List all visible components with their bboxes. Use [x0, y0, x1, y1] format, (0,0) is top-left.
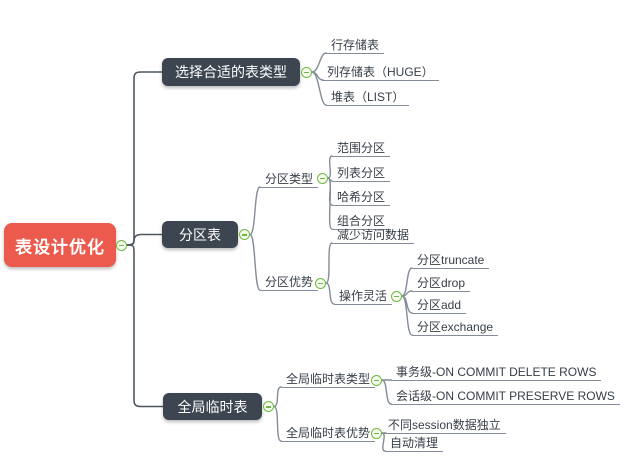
leaf-partition-drop[interactable]: 分区drop: [412, 276, 471, 292]
leaf-list-partition[interactable]: 列表分区: [332, 166, 391, 182]
collapse-toggle-flexible-operation[interactable]: [391, 290, 402, 302]
topic-global-temp-type[interactable]: 全局临时表类型: [281, 372, 376, 388]
collapse-toggle-partition-type[interactable]: [317, 172, 328, 184]
leaf-partition-exchange[interactable]: 分区exchange: [412, 320, 499, 336]
collapse-toggle-global-temp-type[interactable]: [371, 374, 382, 386]
topic-global-temp-table[interactable]: 全局临时表: [163, 393, 262, 420]
leaf-auto-cleanup[interactable]: 自动清理: [385, 436, 444, 452]
collapse-toggle-partition-table[interactable]: [239, 229, 250, 240]
collapse-toggle-global-temp-advantage[interactable]: [371, 427, 382, 439]
root-topic[interactable]: 表设计优化: [4, 223, 116, 267]
collapse-toggle-table-type[interactable]: [301, 66, 312, 78]
collapse-toggle-root[interactable]: [116, 239, 127, 251]
topic-partition-advantage[interactable]: 分区优势: [260, 275, 319, 291]
leaf-row-store-table[interactable]: 行存储表: [326, 38, 385, 54]
leaf-session-level[interactable]: 会话级-ON COMMIT PRESERVE ROWS: [391, 389, 620, 405]
leaf-column-store-table[interactable]: 列存储表（HUGE）: [322, 65, 439, 81]
leaf-partition-add[interactable]: 分区add: [412, 298, 467, 314]
topic-partition-table[interactable]: 分区表: [162, 221, 238, 248]
leaf-range-partition[interactable]: 范围分区: [332, 141, 391, 157]
branch-connectors: [249, 52, 413, 452]
collapse-toggle-partition-advantage[interactable]: [315, 277, 326, 289]
leaf-transaction-level[interactable]: 事务级-ON COMMIT DELETE ROWS: [391, 365, 602, 381]
leaf-session-data-independent[interactable]: 不同session数据独立: [383, 418, 506, 434]
leaf-heap-table[interactable]: 堆表（LIST）: [326, 90, 410, 106]
topic-partition-type[interactable]: 分区类型: [260, 172, 319, 188]
leaf-less-data-access[interactable]: 减少访问数据: [332, 228, 415, 244]
collapse-toggle-global-temp-table[interactable]: [263, 401, 274, 412]
topic-global-temp-advantage[interactable]: 全局临时表优势: [281, 426, 376, 442]
topic-table-type[interactable]: 选择合适的表类型: [162, 58, 300, 86]
leaf-composite-partition[interactable]: 组合分区: [332, 214, 391, 230]
leaf-hash-partition[interactable]: 哈希分区: [332, 190, 391, 206]
root-connectors: [126, 71, 164, 408]
topic-flexible-operation[interactable]: 操作灵活: [334, 289, 393, 305]
leaf-partition-truncate[interactable]: 分区truncate: [412, 253, 490, 269]
